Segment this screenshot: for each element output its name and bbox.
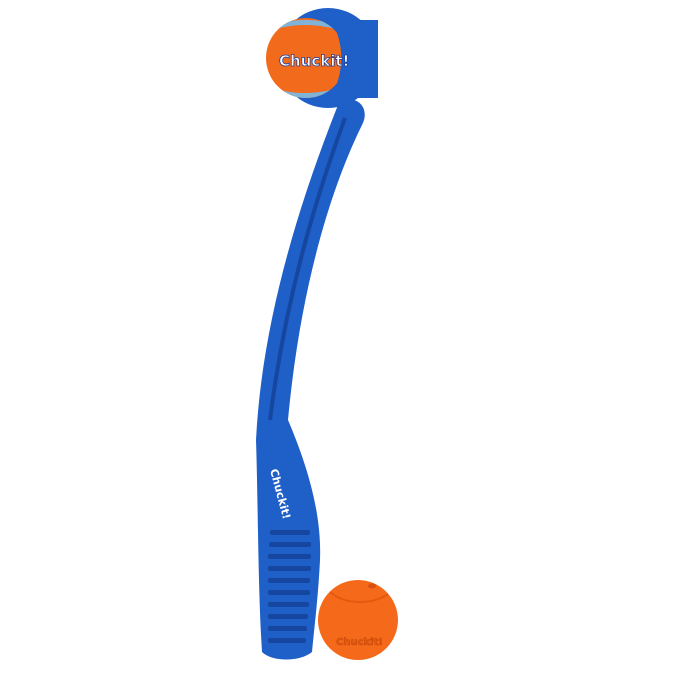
handle-grip — [268, 530, 311, 643]
ball-logo: Chuckit! — [279, 52, 349, 70]
shaft-groove — [268, 117, 347, 421]
tennis-ball: Chuckit! — [266, 18, 378, 98]
rubber-ball: Chuckit! — [318, 580, 398, 660]
rubber-ball-logo: Chuckit! — [336, 637, 383, 648]
launcher-shaft — [256, 99, 365, 660]
ball-launcher: Chuckit! — [256, 99, 365, 660]
